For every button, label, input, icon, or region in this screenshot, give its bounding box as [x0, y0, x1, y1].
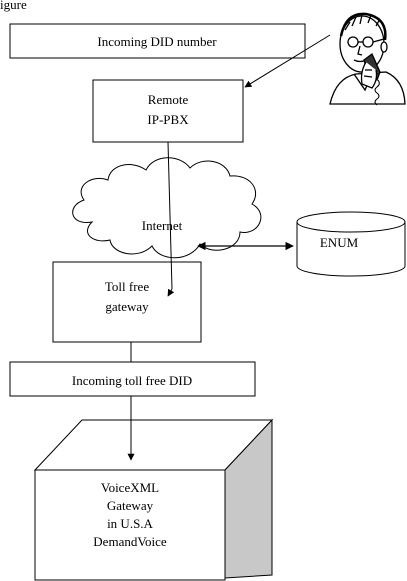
internet-label: Internet [142, 218, 183, 233]
remote-ip-pbx-label-2: IP-PBX [147, 112, 189, 127]
remote-ip-pbx-label-1: Remote [148, 92, 189, 107]
voicexml-label-2: Gateway [107, 498, 154, 513]
voicexml-label-1: VoiceXML [101, 480, 159, 495]
incoming-toll-free-did-box [9, 361, 256, 397]
incoming-toll-free-did-label: Incoming toll free DID [72, 373, 192, 388]
voicexml-label-4: DemandVoice [93, 534, 167, 549]
voicexml-gateway-box [33, 418, 274, 581]
pbx-to-gateway-arrow [167, 288, 175, 297]
toll-free-gateway-label-2: gateway [105, 299, 149, 314]
remote-ip-pbx-box [92, 79, 244, 143]
incoming-did-box [9, 23, 306, 59]
pbx-to-gateway-line [167, 141, 173, 290]
enum-label: ENUM [320, 235, 359, 250]
phone-user-icon [329, 12, 406, 106]
internet-cloud [72, 157, 262, 259]
enum-database [296, 211, 406, 277]
figure-caption-fragment: igure [0, 0, 27, 12]
toll-free-gateway-box [52, 261, 202, 343]
voicexml-label-3: in U.S.A [107, 516, 153, 531]
call-arrow [244, 34, 331, 88]
toll-free-gateway-label-1: Toll free [105, 279, 149, 294]
incoming-did-label: Incoming DID number [97, 34, 217, 49]
